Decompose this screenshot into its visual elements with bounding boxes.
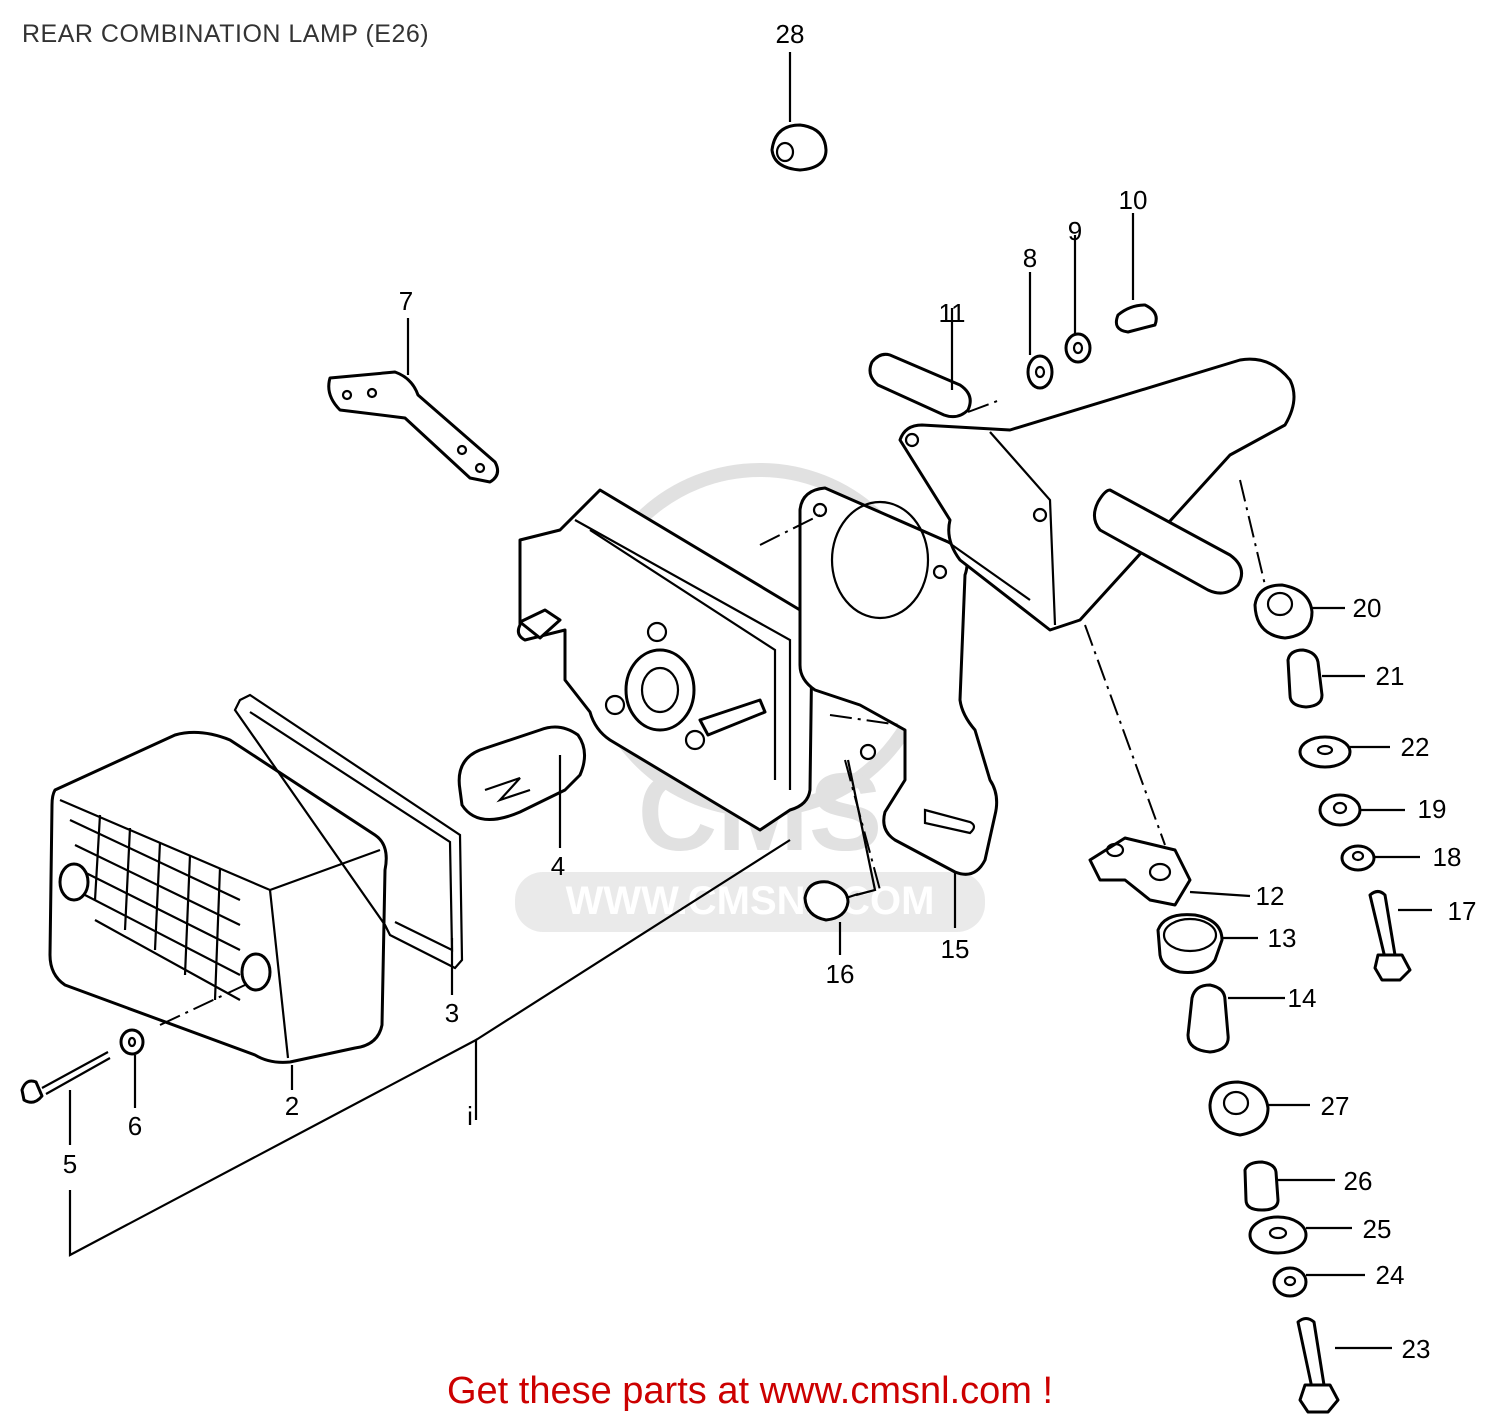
- part-22-washer: [1298, 735, 1352, 769]
- part-21-collar: [1286, 648, 1324, 709]
- part-25-washer: [1248, 1215, 1308, 1255]
- callout-17: 17: [1448, 896, 1477, 926]
- callout-19: 19: [1418, 794, 1447, 824]
- callout-10: 10: [1119, 185, 1148, 215]
- callout-18: 18: [1433, 842, 1462, 872]
- callout-20: 20: [1353, 593, 1382, 623]
- callout-23: 23: [1402, 1334, 1431, 1364]
- callout-7: 7: [399, 286, 413, 316]
- part-27-grommet: [1208, 1080, 1270, 1137]
- part-13-spacer: [1156, 913, 1224, 974]
- callout-24: 24: [1376, 1260, 1405, 1290]
- callout-15: 15: [941, 934, 970, 964]
- part-17-bolt: [1368, 890, 1412, 982]
- callout-1: i: [467, 1101, 473, 1131]
- part-5-screw: [20, 1051, 111, 1104]
- part-8-washer: [1026, 354, 1054, 390]
- part-6-washer: [119, 1028, 145, 1056]
- callout-3: 3: [445, 998, 459, 1028]
- part-2-lens: [48, 730, 388, 1064]
- part-4-bulb: [457, 725, 586, 822]
- part-23-bolt: [1296, 1317, 1340, 1414]
- callout-5: 5: [63, 1149, 77, 1179]
- callout-13: 13: [1268, 923, 1297, 953]
- part-28-grommet: [770, 123, 828, 172]
- callout-25: 25: [1363, 1214, 1392, 1244]
- callout-14: 14: [1288, 983, 1317, 1013]
- callout-16: 16: [826, 959, 855, 989]
- part-24-lockwasher: [1272, 1266, 1308, 1298]
- callout-22: 22: [1401, 732, 1430, 762]
- footer-link[interactable]: Get these parts at www.cmsnl.com !: [446, 1370, 1054, 1412]
- part-12-clamp: [1088, 836, 1192, 907]
- callout-2: 2: [285, 1091, 299, 1121]
- callout-11: 11: [939, 298, 966, 328]
- part-20-grommet: [1253, 583, 1314, 640]
- callout-12: 12: [1256, 881, 1285, 911]
- watermark-text: WWW.CMSNL.COM: [566, 879, 935, 923]
- part-3-gasket: [233, 693, 464, 970]
- part-9-lockwasher: [1064, 332, 1092, 364]
- part-14-collar: [1186, 983, 1230, 1054]
- callout-4: 4: [551, 851, 565, 881]
- part-26-collar: [1243, 1160, 1280, 1212]
- callout-27: 27: [1321, 1091, 1350, 1121]
- part-7-bracket: [327, 370, 500, 484]
- part-10-nut: [1114, 303, 1158, 334]
- callout-9: 9: [1068, 216, 1082, 246]
- callout-28: 28: [776, 19, 805, 49]
- callout-21: 21: [1376, 661, 1405, 691]
- diagram-title: REAR COMBINATION LAMP (E26): [22, 20, 430, 48]
- leader-lines: [68, 52, 1432, 1350]
- callout-8: 8: [1023, 243, 1037, 273]
- rear-fender-bracket: [868, 352, 1296, 632]
- part-18-lockwasher: [1340, 844, 1376, 872]
- part-16-screw: [803, 880, 859, 922]
- callout-6: 6: [128, 1111, 142, 1141]
- lamp-housing: [516, 488, 814, 832]
- part-19-washer: [1318, 793, 1362, 827]
- callout-26: 26: [1344, 1166, 1373, 1196]
- callout-labels: i 2 3 4 5 6 7 8 9 10 11 12 13 14 15 16 1…: [63, 19, 1477, 1364]
